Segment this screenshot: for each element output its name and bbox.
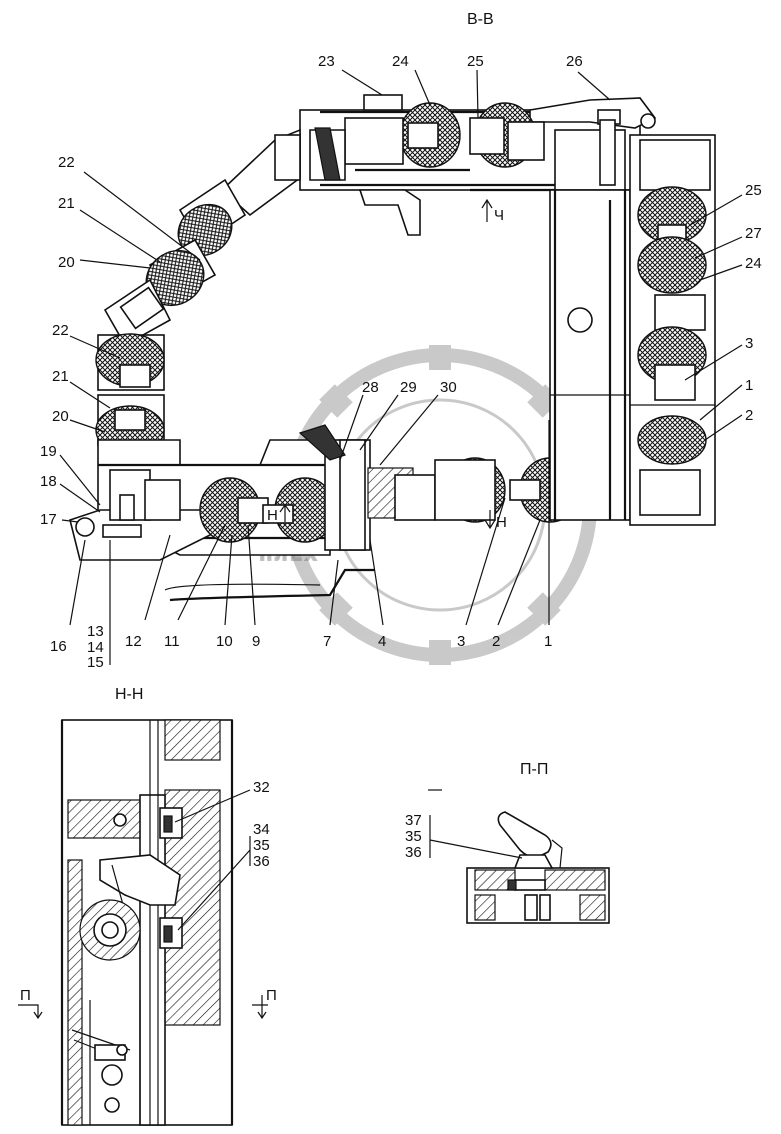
callout-1: 1: [544, 633, 552, 650]
section-bb-drawing: [69, 94, 716, 602]
callout-17: 17: [40, 511, 57, 528]
callout-11: 11: [164, 633, 180, 650]
callout-21: 21: [58, 195, 75, 212]
leader-lines-bb: [59, 69, 743, 665]
callout-14: 14: [87, 639, 104, 656]
callout-3: 3: [457, 633, 465, 650]
callout-21b: 21: [52, 368, 69, 385]
callout-22b: 22: [52, 322, 69, 339]
marker-n-left: Н: [267, 503, 291, 524]
callout-24: 24: [392, 53, 409, 70]
section-nn-drawing: [60, 719, 234, 1126]
marker-n-right: Н: [484, 510, 507, 531]
callout-28: 28: [362, 379, 379, 396]
section-pp-title: П-П: [520, 761, 548, 778]
svg-text:Н: Н: [496, 514, 507, 531]
callout-7: 7: [323, 633, 331, 650]
marker-p-right: П: [252, 987, 277, 1020]
callout-10: 10: [216, 633, 233, 650]
callout-32: 32: [253, 779, 270, 796]
callout-9: 9: [252, 633, 260, 650]
section-pp-drawing: [466, 811, 610, 924]
callout-37: 37: [405, 812, 422, 829]
svg-text:П: П: [20, 987, 31, 1004]
callout-29: 29: [400, 379, 417, 396]
callout-2b: 2: [745, 407, 753, 424]
marker-p-left: П: [18, 987, 43, 1020]
svg-text:Н: Н: [267, 507, 278, 524]
callout-25: 25: [467, 53, 484, 70]
callout-12: 12: [125, 633, 142, 650]
callout-24b: 24: [745, 255, 762, 272]
callout-23: 23: [318, 53, 335, 70]
callout-3b: 3: [745, 335, 753, 352]
callout-34: 34: [253, 821, 270, 838]
callout-36: 36: [253, 853, 270, 870]
callout-19: 19: [40, 443, 57, 460]
callout-16: 16: [50, 638, 67, 655]
callout-18: 18: [40, 473, 57, 490]
leader-lines-pp: [429, 815, 523, 859]
section-nn-title: Н-Н: [115, 686, 143, 703]
marker-ch: Ч: [481, 198, 504, 224]
callout-30: 30: [440, 379, 457, 396]
svg-text:Ч: Ч: [494, 207, 504, 224]
callout-20: 20: [58, 254, 75, 271]
section-bb-title: В-В: [467, 11, 494, 28]
callout-26: 26: [566, 53, 583, 70]
callout-35: 35: [253, 837, 270, 854]
callout-22: 22: [58, 154, 75, 171]
callout-25b: 25: [745, 182, 762, 199]
callout-13: 13: [87, 623, 104, 640]
svg-text:П: П: [266, 987, 277, 1004]
callout-15: 15: [87, 654, 104, 671]
callout-4: 4: [378, 633, 386, 650]
callout-35b: 35: [405, 828, 422, 845]
leader-lines-nn: [174, 789, 251, 931]
callout-1b: 1: [745, 377, 753, 394]
callout-27: 27: [745, 225, 762, 242]
callout-2: 2: [492, 633, 500, 650]
callout-20b: 20: [52, 408, 69, 425]
callout-36b: 36: [405, 844, 422, 861]
